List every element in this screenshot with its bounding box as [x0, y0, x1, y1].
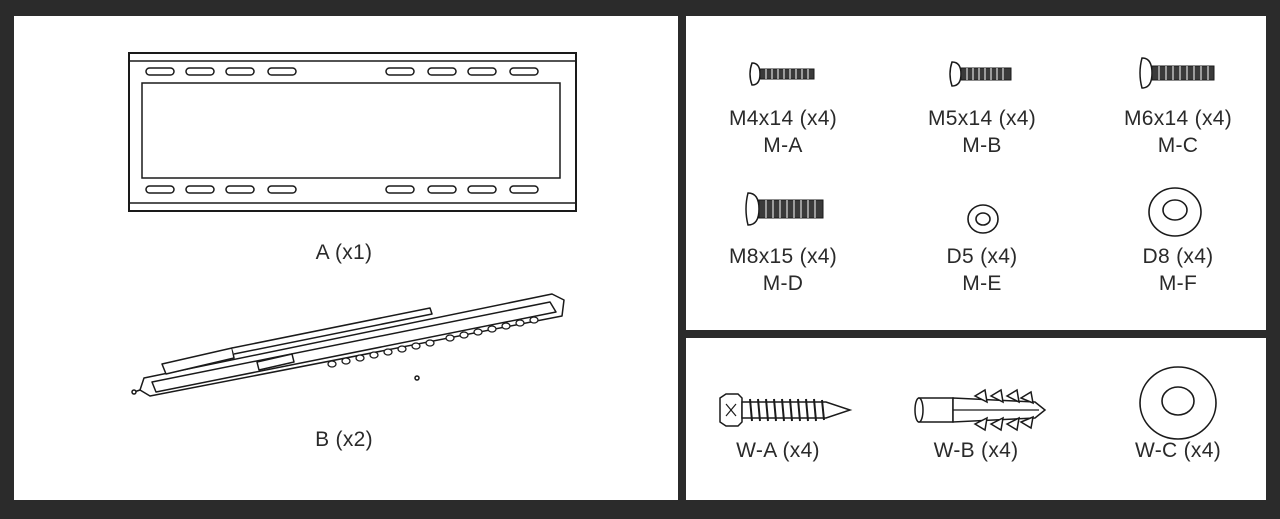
wall-kit-label: W-A (x4): [736, 439, 820, 462]
vertical-arm-drawing: [131, 293, 565, 397]
screw-size-label: M5x14 (x4): [927, 107, 1037, 130]
screw-code-label: M-D: [762, 272, 804, 295]
screw-m8-icon: [745, 192, 824, 226]
wall-kit-label: W-B (x4): [933, 439, 1019, 462]
large-washer-icon: [1139, 366, 1217, 440]
screw-m6-icon: [1139, 57, 1215, 89]
washer-code-label: M-E: [962, 272, 1002, 295]
washer-d8-icon: [1148, 187, 1202, 237]
washer-d5-icon: [967, 204, 999, 234]
wall-kit-panel: W-A (x4) W-B (x4) W-C (x4): [686, 338, 1266, 500]
washer-code-label: M-F: [1158, 272, 1198, 295]
washer-size-label: D5 (x4): [946, 245, 1018, 268]
screw-m5-icon: [949, 61, 1012, 87]
wall-plate-drawing: [128, 52, 577, 212]
screw-code-label: M-C: [1157, 134, 1199, 157]
wall-anchor-icon: [914, 388, 1047, 432]
screw-panel: M4x14 (x4) M-A M5x14 (x4) M-B M6x14 (x4)…: [686, 16, 1266, 330]
screw-size-label: M8x15 (x4): [728, 245, 838, 268]
screw-code-label: M-B: [962, 134, 1002, 157]
screw-code-label: M-A: [763, 134, 803, 157]
washer-size-label: D8 (x4): [1142, 245, 1214, 268]
lag-bolt-icon: [719, 393, 853, 427]
wall-kit-label: W-C (x4): [1135, 439, 1221, 462]
screw-size-label: M6x14 (x4): [1123, 107, 1233, 130]
part-a-label: A (x1): [315, 241, 373, 264]
screw-m4-icon: [749, 62, 815, 86]
left-panel: A (x1): [14, 16, 678, 500]
screw-size-label: M4x14 (x4): [728, 107, 838, 130]
part-b-label: B (x2): [315, 428, 373, 451]
